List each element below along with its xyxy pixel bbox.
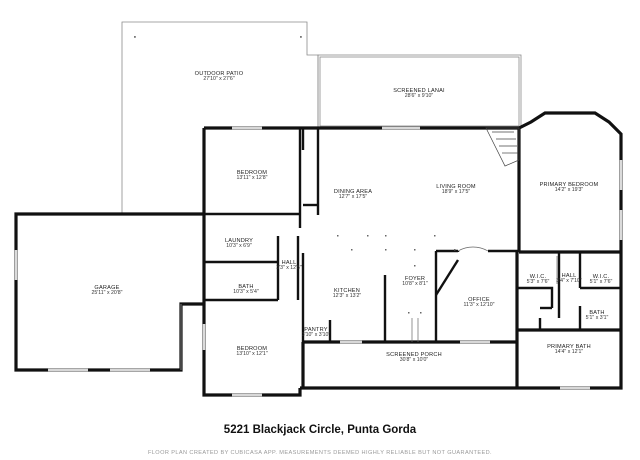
room-dimensions: 13'10" x 12'1" (236, 351, 268, 358)
room-living-room: LIVING ROOM 18'9" x 17'5" (436, 184, 476, 196)
room-dimensions: 5'1" x 7'6" (589, 279, 613, 286)
room-dimensions: 14'2" x 19'3" (554, 187, 584, 194)
property-address: 5221 Blackjack Circle, Punta Gorda (223, 424, 417, 436)
room-dimensions: 3'3" x 12'5" (276, 265, 302, 272)
room-kitchen: KITCHEN 12'3" x 13'2" (333, 288, 361, 300)
room-dimensions: 28'6" x 9'10" (404, 93, 434, 100)
room-dimensions: 3'10" x 3'10" (301, 332, 331, 339)
room-name: SCREENED LANAI (393, 87, 445, 94)
room-bath-1: BATH 10'3" x 5'4" (233, 284, 259, 296)
room-primary-bath: PRIMARY BATH 14'4" x 12'1" (547, 344, 591, 356)
room-name: BATH (238, 283, 254, 290)
room-hall-1: HALL 3'3" x 12'5" (276, 260, 302, 272)
room-dimensions: 11'3" x 12'10" (463, 302, 495, 309)
room-name: BEDROOM (236, 345, 268, 352)
room-laundry: LAUNDRY 10'3" x 6'9" (225, 238, 253, 250)
floor-plan-drawing (14, 21, 623, 397)
room-dimensions: 10'3" x 5'4" (233, 289, 259, 296)
fireplace (485, 127, 520, 167)
room-bedroom-2: BEDROOM 13'10" x 12'1" (236, 346, 267, 358)
room-name: FOYER (404, 275, 426, 282)
room-name: DINING AREA (333, 188, 373, 195)
fixture-dots (337, 235, 456, 314)
room-dimensions: 12'7" x 17'5" (338, 194, 368, 201)
room-name: OUTDOOR PATIO (194, 70, 244, 77)
room-name: PRIMARY BATH (547, 343, 591, 350)
room-bedroom-1: BEDROOM 13'11" x 12'8" (237, 170, 268, 182)
room-pantry: PANTRY 3'10" x 3'10" (302, 327, 330, 339)
room-name: BEDROOM (236, 169, 268, 176)
room-name: OFFICE (468, 296, 490, 303)
room-dimensions: 5'1" x 3'1" (585, 315, 609, 322)
interior-walls (204, 128, 621, 342)
room-dimensions: 27'10" x 27'6" (203, 76, 235, 83)
room-bath-2: BATH 5'1" x 3'1" (586, 310, 609, 322)
room-name: SCREENED PORCH (386, 351, 442, 358)
room-dimensions: 18'9" x 17'5" (441, 189, 471, 196)
room-hall-2: HALL 3'4" x 7'10" (556, 273, 582, 285)
room-primary-bedroom: PRIMARY BEDROOM 14'2" x 19'3" (540, 182, 599, 194)
floor-plan-disclaimer: FLOOR PLAN CREATED BY CUBICASA APP. MEAS… (147, 450, 493, 456)
patio-dots (134, 36, 302, 38)
room-dimensions: 30'8" x 10'0" (399, 357, 429, 364)
room-dimensions: 5'3" x 7'6" (526, 279, 550, 286)
room-dimensions: 10'8" x 8'1" (402, 281, 428, 288)
room-name: HALL (281, 259, 297, 266)
room-name: PANTRY (304, 326, 328, 333)
room-screened-lanai: SCREENED LANAI 28'6" x 9'10" (393, 88, 445, 100)
room-garage: GARAGE 25'11" x 20'8" (92, 285, 123, 297)
room-dimensions: 13'11" x 12'8" (236, 175, 268, 182)
room-foyer: FOYER 10'8" x 8'1" (402, 276, 428, 288)
room-name: W.I.C. (592, 273, 610, 280)
room-name: HALL (561, 272, 577, 279)
room-dimensions: 3'4" x 7'10" (556, 278, 582, 285)
room-name: LAUNDRY (224, 237, 254, 244)
room-screened-porch: SCREENED PORCH 30'8" x 10'0" (386, 352, 442, 364)
room-wic-1: W.I.C. 5'3" x 7'6" (527, 274, 550, 286)
room-dimensions: 14'4" x 12'1" (554, 349, 584, 356)
room-wic-2: W.I.C. 5'1" x 7'6" (590, 274, 613, 286)
room-dimensions: 12'3" x 13'2" (332, 293, 362, 300)
room-name: GARAGE (94, 284, 120, 291)
room-name: W.I.C. (529, 273, 547, 280)
room-name: PRIMARY BEDROOM (539, 181, 599, 188)
window-marks (15, 127, 622, 396)
room-dining-area: DINING AREA 12'7" x 17'5" (334, 189, 372, 201)
room-office: OFFICE 11'3" x 12'10" (464, 297, 495, 309)
room-name: LIVING ROOM (436, 183, 476, 190)
door-swings (411, 246, 558, 342)
room-dimensions: 25'11" x 20'8" (91, 290, 123, 297)
room-outdoor-patio: OUTDOOR PATIO 27'10" x 27'6" (195, 71, 244, 83)
room-dimensions: 10'3" x 6'9" (226, 243, 252, 250)
room-name: BATH (589, 309, 605, 316)
outdoor-patio-outline (121, 21, 319, 215)
room-name: KITCHEN (334, 287, 360, 294)
